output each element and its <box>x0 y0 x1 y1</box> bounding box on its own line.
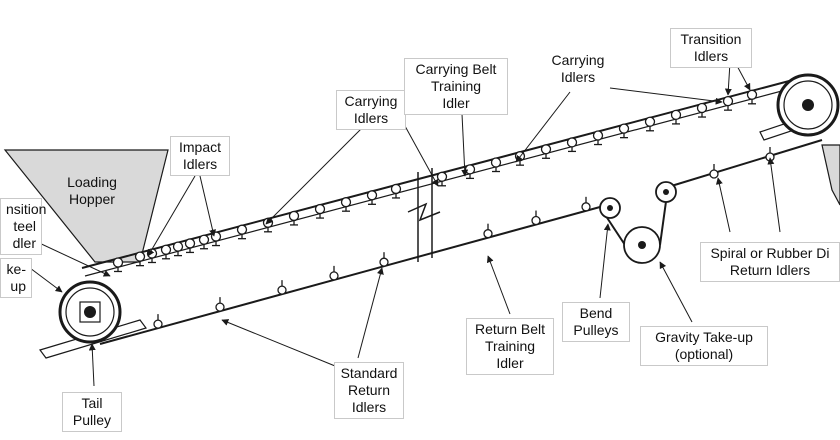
label-take-up: ke-up <box>0 258 32 298</box>
carrying-idler <box>618 123 630 139</box>
carrying-idler <box>366 190 378 205</box>
label-transition-steel-idler: nsition teel dler <box>0 198 46 255</box>
carrying-idler <box>436 171 448 187</box>
carrying-idler <box>540 144 552 159</box>
head-chute-shape <box>821 144 840 206</box>
spiral-return-idler <box>709 164 719 179</box>
return-idler <box>581 196 591 212</box>
return-idlers-group <box>153 147 775 329</box>
carrying-idler <box>464 164 476 180</box>
label-loading-hopper: Loading Hopper <box>67 174 117 207</box>
carrying-idler <box>236 224 248 240</box>
return-idler <box>153 314 163 329</box>
carrying-idler <box>746 89 758 105</box>
label-return-belt-training-idler: Return Belt Training Idler <box>466 318 554 375</box>
label-carrying-idlers-left: Carrying Idlers <box>336 90 406 130</box>
carrying-idler <box>670 109 682 125</box>
belt-break-symbol <box>407 168 441 262</box>
carrying-idler <box>262 217 274 233</box>
carrying-idler <box>134 251 146 267</box>
return-belt-line-left <box>99 206 601 345</box>
label-transition-idlers: Transition Idlers <box>670 28 752 68</box>
label-tail-pulley: Tail Pulley <box>62 392 122 432</box>
carrying-idler <box>210 231 222 247</box>
carrying-idler <box>644 116 656 132</box>
label-impact-idlers: Impact Idlers <box>170 136 230 176</box>
label-spiral-rubber-return-idlers: Spiral or Rubber Di Return Idlers <box>700 242 840 282</box>
carrying-idler <box>490 157 502 173</box>
carrying-idler <box>172 241 184 257</box>
carrying-idler <box>696 102 708 118</box>
return-idler <box>329 265 339 281</box>
carrying-idler <box>514 151 526 166</box>
carrying-idler <box>160 244 172 260</box>
carrying-idler <box>592 130 604 146</box>
label-gravity-take-up: Gravity Take-up (optional) <box>640 326 768 366</box>
carrying-idler <box>314 203 326 219</box>
label-standard-return-idlers: Standard Return Idlers <box>334 362 404 419</box>
carrying-idler <box>112 257 124 273</box>
carrying-idler <box>340 197 352 212</box>
return-belt-line-right <box>667 139 823 188</box>
carrying-idler <box>146 248 158 264</box>
label-carrying-idlers-right: Carrying Idlers <box>551 52 605 85</box>
carrying-idler <box>198 234 210 250</box>
carrying-idler <box>288 210 300 226</box>
tail-pulley <box>39 280 147 359</box>
return-idler <box>379 252 389 267</box>
carrying-idler <box>184 238 196 254</box>
carrying-idler <box>390 183 402 199</box>
carrying-idler <box>566 137 578 153</box>
return-idler <box>483 223 493 239</box>
return-idler <box>277 280 287 295</box>
return-idler <box>215 297 225 312</box>
label-bend-pulleys: Bend Pulleys <box>562 302 630 342</box>
carrying-idler <box>722 96 734 111</box>
return-idler <box>531 210 541 226</box>
head-pulley <box>759 73 840 141</box>
label-carrying-belt-training-idler: Carrying Belt Training Idler <box>404 58 508 115</box>
